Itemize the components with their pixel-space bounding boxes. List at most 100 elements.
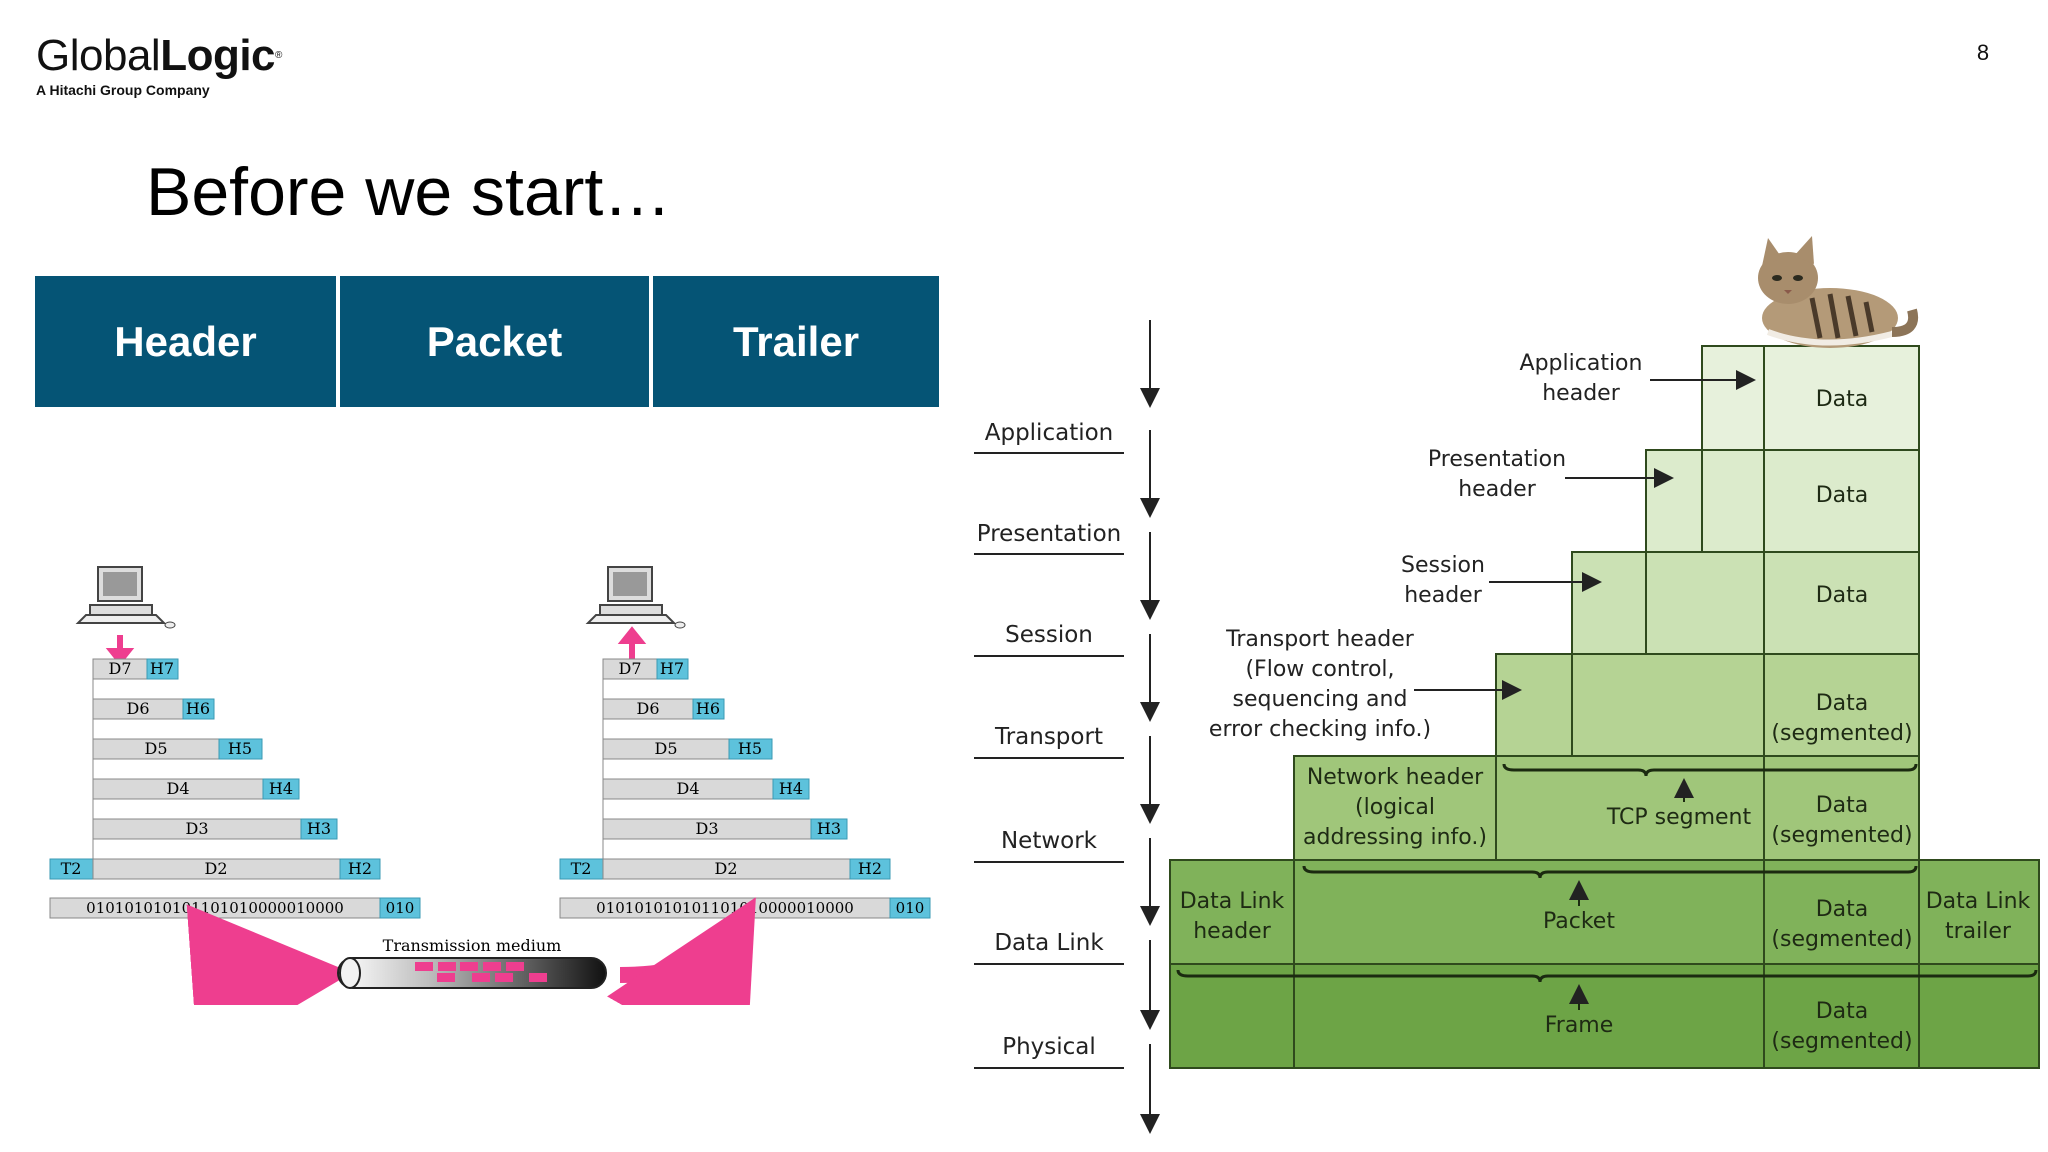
sender-bits-tail: 010 bbox=[386, 899, 415, 917]
pres-header-label-2: header bbox=[1458, 477, 1536, 502]
globallogic-logo: GlobalLogic® A Hitachi Group Company bbox=[36, 31, 282, 99]
receiver-bits-tail: 010 bbox=[896, 899, 925, 917]
trans-data-label: Data bbox=[1816, 691, 1869, 716]
encapsulation-diagram: D7 H7 D6 H6 D5 H5 D4 H4 D3 H3 T2 D2 H2 bbox=[49, 566, 931, 1005]
segment-header: Header bbox=[35, 276, 336, 407]
dl-trailer-label-1: Data Link bbox=[1926, 889, 2031, 914]
net-segmented-label: (segmented) bbox=[1771, 823, 1912, 848]
packet-block bbox=[1293, 859, 1765, 965]
sender-h2: H2 bbox=[348, 859, 372, 878]
sess-header-label-2: header bbox=[1404, 583, 1482, 608]
net-header-label-2: (logical bbox=[1355, 795, 1435, 820]
frame-block bbox=[1293, 963, 1765, 1069]
receiver-h5: H5 bbox=[738, 739, 762, 758]
cat-illustration-icon bbox=[1758, 236, 1918, 348]
logo-tagline: A Hitachi Group Company bbox=[36, 82, 210, 98]
app-header-label-1: Application bbox=[1520, 351, 1643, 376]
net-data-label: Data bbox=[1816, 793, 1869, 818]
sender-h4: H4 bbox=[269, 779, 293, 798]
trans-data-block bbox=[1763, 653, 1920, 759]
receiver-h3: H3 bbox=[817, 819, 841, 838]
layer-underlines bbox=[974, 452, 1124, 1069]
layer-session: Session bbox=[1005, 622, 1093, 648]
osi-encapsulation-diagram: Application Presentation Session Transpo… bbox=[974, 236, 2040, 1134]
logo-brand-light: Global bbox=[36, 31, 161, 80]
send-curved-arrow-icon bbox=[186, 904, 352, 1005]
sender-d4: D4 bbox=[166, 779, 189, 798]
sender-h3: H3 bbox=[307, 819, 331, 838]
receiver-computer-icon bbox=[585, 566, 686, 629]
sender-h6: H6 bbox=[186, 699, 210, 718]
receiver-h7: H7 bbox=[660, 659, 684, 678]
frame-label: Frame bbox=[1545, 1013, 1614, 1038]
app-data-label: Data bbox=[1816, 387, 1869, 412]
receiver-d4: D4 bbox=[676, 779, 699, 798]
net-header-label-3: addressing info.) bbox=[1303, 825, 1487, 850]
header-packet-trailer-banner: Header Packet Trailer bbox=[35, 276, 939, 407]
sess-header-block bbox=[1571, 551, 1647, 657]
page-number: 8 bbox=[1976, 40, 1990, 65]
sender-t2: T2 bbox=[61, 859, 82, 878]
receiver-t2: T2 bbox=[571, 859, 592, 878]
dl-data-label: Data bbox=[1816, 897, 1869, 922]
transmission-medium-tube-icon bbox=[337, 957, 607, 989]
trans-header-label-1: Transport header bbox=[1225, 627, 1415, 652]
segment-trailer: Trailer bbox=[653, 276, 939, 407]
layer-network: Network bbox=[1001, 828, 1098, 854]
packet-label: Packet bbox=[1543, 909, 1615, 934]
sess-header-label-1: Session bbox=[1401, 553, 1485, 578]
sender-bits: 010101010101101010000010000 bbox=[86, 899, 344, 917]
trans-header-label-3: sequencing and bbox=[1233, 687, 1408, 712]
sess-data-block bbox=[1763, 551, 1920, 657]
sender-down-arrow-icon bbox=[105, 635, 135, 666]
trans-header-label-4: error checking info.) bbox=[1209, 717, 1431, 742]
sender-stack: D7 H7 D6 H6 D5 H5 D4 H4 D3 H3 T2 D2 H2 bbox=[49, 566, 421, 919]
dl-trailer-label-2: trailer bbox=[1945, 919, 2012, 944]
layer-transport: Transport bbox=[994, 724, 1103, 750]
net-header-label-1: Network header bbox=[1307, 765, 1484, 790]
receiver-stack: D7 H7 D6 H6 D5 H5 D4 H4 D3 H3 T2 D2 H2 bbox=[559, 566, 931, 919]
tcp-segment-label: TCP segment bbox=[1606, 805, 1752, 830]
trans-header-block bbox=[1495, 653, 1573, 759]
net-data-block bbox=[1763, 755, 1920, 861]
receiver-d2: D2 bbox=[714, 859, 737, 878]
sender-d6: D6 bbox=[126, 699, 149, 718]
receiver-h6: H6 bbox=[696, 699, 720, 718]
receiver-d6: D6 bbox=[636, 699, 659, 718]
sender-d7: D7 bbox=[108, 659, 131, 678]
dl-segmented-label: (segmented) bbox=[1771, 927, 1912, 952]
tcp-segment-block bbox=[1495, 755, 1765, 861]
sender-d3: D3 bbox=[185, 819, 208, 838]
receiver-d3: D3 bbox=[695, 819, 718, 838]
layer-application: Application bbox=[985, 420, 1114, 446]
trans-header-label-2: (Flow control, bbox=[1245, 657, 1394, 682]
receive-curved-arrow-icon bbox=[606, 897, 756, 1005]
receiver-bits: 010101010101101010000010000 bbox=[596, 899, 854, 917]
sender-d2: D2 bbox=[204, 859, 227, 878]
slide-title: Before we start… bbox=[146, 154, 672, 230]
dl-header-label-1: Data Link bbox=[1180, 889, 1285, 914]
dl-trailer-block bbox=[1918, 859, 2040, 965]
phys-data-label: Data bbox=[1816, 999, 1869, 1024]
app-header-block bbox=[1701, 345, 1765, 451]
sender-computer-icon bbox=[75, 566, 176, 629]
receiver-h2: H2 bbox=[858, 859, 882, 878]
pres-data-block bbox=[1763, 449, 1920, 555]
receiver-d7: D7 bbox=[618, 659, 641, 678]
segment-packet: Packet bbox=[340, 276, 649, 407]
grouping-braces bbox=[1176, 763, 2038, 983]
dl-header-label-2: header bbox=[1193, 919, 1271, 944]
receiver-d5: D5 bbox=[654, 739, 677, 758]
sender-h7: H7 bbox=[150, 659, 174, 678]
transmission-medium-label: Transmission medium bbox=[383, 936, 562, 955]
trans-segmented-label: (segmented) bbox=[1771, 721, 1912, 746]
receiver-h4: H4 bbox=[779, 779, 803, 798]
logo-brand-bold: Logic bbox=[160, 31, 276, 80]
sender-h5: H5 bbox=[228, 739, 252, 758]
layer-physical: Physical bbox=[1002, 1034, 1096, 1060]
pres-header-block bbox=[1645, 449, 1703, 555]
layer-data-link: Data Link bbox=[994, 930, 1104, 956]
sender-d5: D5 bbox=[144, 739, 167, 758]
layer-presentation: Presentation bbox=[977, 521, 1121, 547]
sess-data-label: Data bbox=[1816, 583, 1869, 608]
